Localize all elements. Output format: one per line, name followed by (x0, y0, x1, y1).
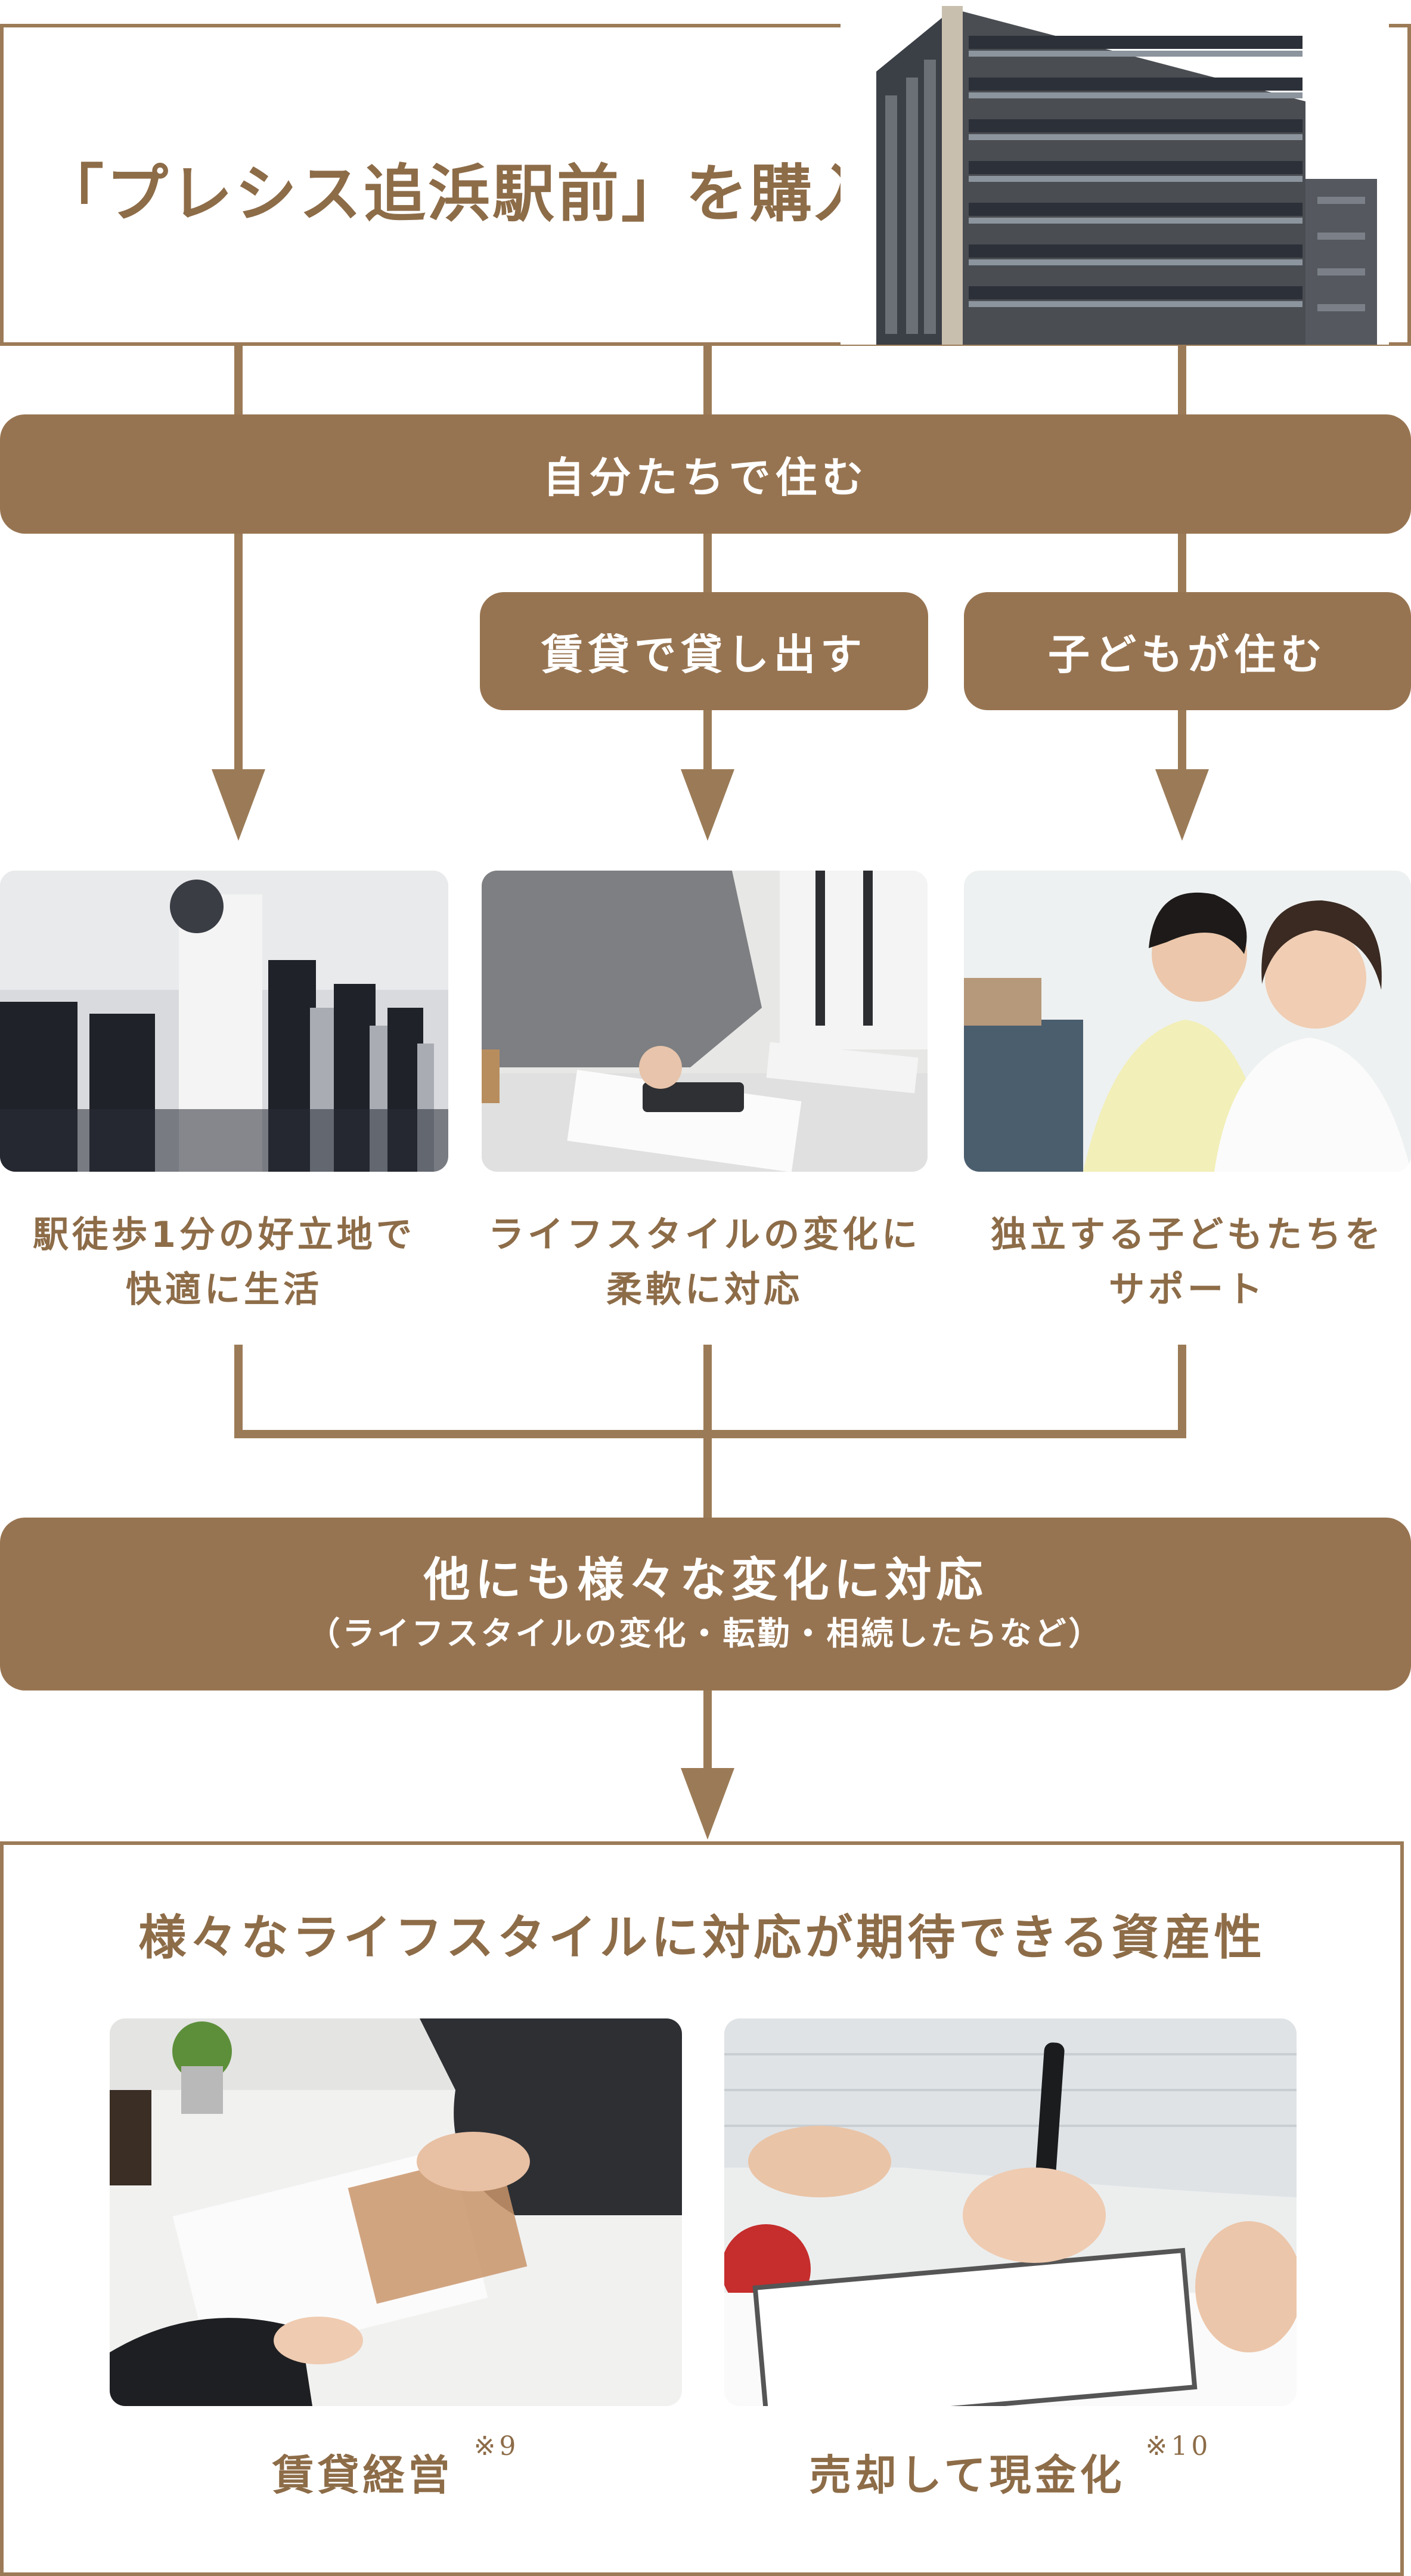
benefit-caption-line: 快適に生活 (126, 1269, 322, 1311)
benefit-caption-line: サポート (1109, 1269, 1266, 1311)
footnote-9: ※9 (473, 2431, 520, 2462)
arrow-down-icon (1155, 769, 1209, 841)
purchase-title: 「プレシス追浜駅前」を購入 (42, 157, 879, 230)
option-live-ourselves-label: 自分たちで住む (542, 453, 869, 502)
benefit-caption-station: 駅徒歩1分の好立地で 快適に生活 (0, 1208, 448, 1317)
benefit-caption-line: 柔軟に対応 (606, 1269, 803, 1311)
asset-item-rental: 賃貸経営 ※9 (110, 2431, 682, 2502)
building-image (841, 0, 1389, 345)
benefit-caption-line: 駅徒歩1分の好立地で (33, 1214, 415, 1256)
asset-item-sale: 売却して現金化 ※10 (724, 2431, 1297, 2502)
arrow-down-icon (681, 1768, 734, 1840)
other-changes-subtitle: （ライフスタイルの変化・転勤・相続したらなど） (308, 1615, 1103, 1652)
calculator-photo (482, 871, 928, 1172)
station-gates-photo (0, 871, 448, 1172)
rental-meeting-photo (110, 2018, 682, 2406)
asset-item-rental-label: 賃貸経営 (272, 2451, 454, 2500)
option-live-ourselves: 自分たちで住む (0, 414, 1411, 534)
signing-contract-photo (724, 2018, 1297, 2406)
footnote-10: ※10 (1145, 2431, 1212, 2462)
other-changes-box: 他にも様々な変化に対応 （ライフスタイルの変化・転勤・相続したらなど） (0, 1518, 1411, 1690)
arrow-down-icon (681, 769, 734, 841)
asset-value-title: 様々なライフスタイルに対応が期待できる資産性 (138, 1910, 1266, 1965)
other-changes-title: 他にも様々な変化に対応 (423, 1553, 988, 1607)
mother-daughter-photo (964, 871, 1411, 1172)
benefit-caption-line: 独立する子どもたちを (991, 1214, 1384, 1256)
option-children-live: 子どもが住む (964, 592, 1411, 710)
option-rent-out-label: 賃貸で貸し出す (541, 630, 867, 679)
benefit-caption-lifestyle: ライフスタイルの変化に 柔軟に対応 (477, 1208, 932, 1317)
benefit-caption-line: ライフスタイルの変化に (488, 1214, 921, 1256)
asset-item-sale-label: 売却して現金化 (809, 2451, 1125, 2500)
option-children-live-label: 子どもが住む (1048, 630, 1327, 679)
arrow-down-icon (212, 769, 265, 841)
benefit-caption-children: 独立する子どもたちを サポート (960, 1208, 1411, 1317)
option-rent-out: 賃貸で貸し出す (480, 592, 928, 710)
